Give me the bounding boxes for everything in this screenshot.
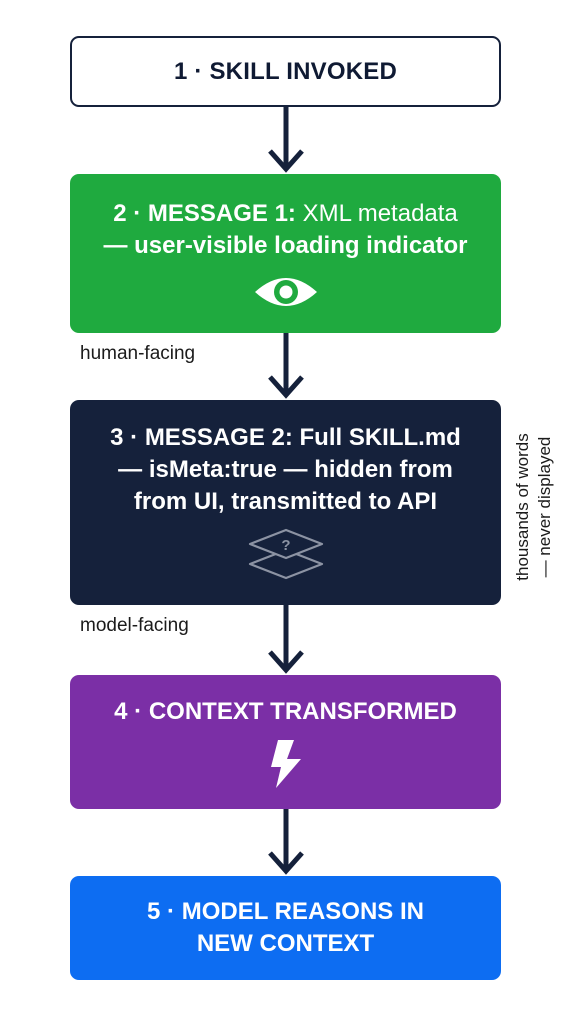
step-5-line-2: NEW CONTEXT [196, 930, 375, 957]
svg-text:?: ? [281, 537, 290, 554]
step-3-line-3: from UI, transmitted to API [133, 488, 438, 515]
step-2-line-1: 2 · MESSAGE 1: XML metadata [70, 198, 501, 230]
step-1-box: 1 · SKILL INVOKED [70, 36, 501, 107]
step-3-line-2: — isMeta:true — hidden from [118, 456, 453, 483]
side-annotation-line-2: — never displayed [535, 436, 554, 578]
step-4-label: 4 · CONTEXT TRANSFORMED [114, 698, 457, 725]
step-4-box: 4 · CONTEXT TRANSFORMED [70, 675, 501, 809]
step-2-label-rest: XML metadata [295, 200, 458, 227]
lightning-icon [270, 740, 301, 788]
arrow-2-to-3 [268, 333, 304, 399]
step-2-box: 2 · MESSAGE 1: XML metadata — user-visib… [70, 174, 501, 333]
arrow-1-to-2 [268, 107, 304, 173]
human-facing-note: human-facing [80, 343, 196, 364]
step-2-line-2: — user-visible loading indicator [103, 232, 468, 259]
step-1-label: 1 · SKILL INVOKED [174, 58, 397, 85]
step-2-label-bold: 2 · MESSAGE 1: [113, 200, 296, 227]
side-annotation: thousands of words — never displayed [511, 417, 557, 597]
side-annotation-line-1: thousands of words [513, 433, 532, 581]
arrow-3-to-4 [268, 605, 304, 674]
step-3-box: 3 · MESSAGE 2: Full SKILL.md — isMeta:tr… [70, 400, 501, 605]
step-5-line-1: 5 · MODEL REASONS IN [147, 898, 424, 925]
step-5-box: 5 · MODEL REASONS IN NEW CONTEXT [70, 876, 501, 980]
arrow-4-to-5 [268, 809, 304, 875]
stack-question-icon: ? [248, 528, 323, 580]
model-facing-note: model-facing [80, 615, 189, 636]
step-3-line-1: 3 · MESSAGE 2: Full SKILL.md [110, 424, 461, 451]
eye-icon [254, 278, 317, 306]
